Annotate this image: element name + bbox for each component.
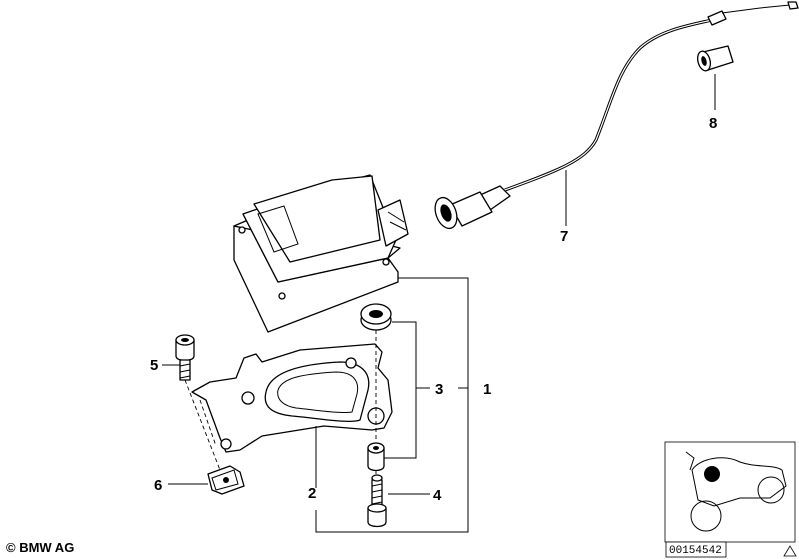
control-unit bbox=[233, 174, 409, 333]
doc-number: 00154542 bbox=[669, 545, 722, 557]
spacer-sleeve bbox=[367, 442, 385, 472]
label-2: 2 bbox=[308, 485, 316, 502]
copyright-text: © BMW AG bbox=[6, 540, 74, 555]
clip-nut bbox=[207, 465, 245, 495]
screw-part-4 bbox=[367, 474, 387, 528]
plug-part bbox=[697, 45, 734, 110]
doc-number-box: 00154542 bbox=[665, 541, 727, 558]
label-5: 5 bbox=[150, 357, 158, 374]
grommet-top bbox=[360, 303, 392, 331]
alignment-line bbox=[184, 379, 221, 471]
label-7: 7 bbox=[560, 228, 568, 245]
label-4: 4 bbox=[433, 487, 442, 504]
leader-lines bbox=[162, 170, 567, 533]
label-1: 1 bbox=[483, 381, 491, 398]
motorcycle-thumbnail-icon bbox=[664, 441, 796, 543]
label-8: 8 bbox=[709, 115, 717, 132]
screw-part-5 bbox=[175, 334, 195, 381]
alignment-line bbox=[199, 399, 217, 447]
triangle-icon bbox=[783, 545, 797, 557]
bracket-plate bbox=[191, 343, 393, 453]
label-3: 3 bbox=[435, 381, 443, 398]
cable-harness bbox=[434, 1, 799, 230]
label-6: 6 bbox=[154, 477, 162, 494]
